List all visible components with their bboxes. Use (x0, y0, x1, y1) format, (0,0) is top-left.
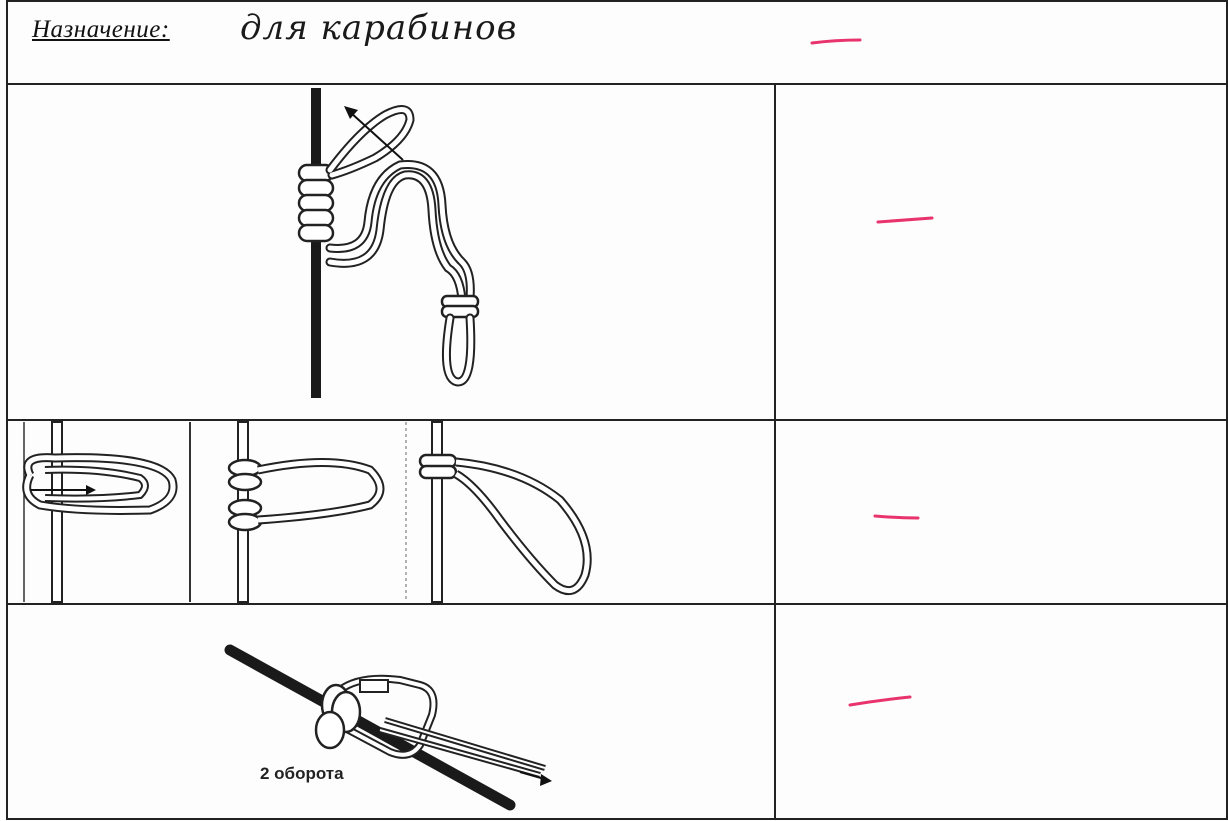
purpose-label: Назначение: (32, 16, 170, 43)
carabiner-knot-on-pole-icon: 2 оборота (224, 644, 552, 811)
prusik-knot-three-step-sequence-icon (22, 421, 592, 603)
row2-mark-dash (873, 514, 920, 520)
row3-mark-dash (848, 695, 912, 707)
header-mark-dash (810, 38, 862, 45)
prusik-knot-coils-on-rope-icon (297, 88, 480, 398)
turns-caption: 2 оборота (260, 764, 344, 783)
row1-mark-dash (876, 216, 934, 224)
purpose-handwritten-value: для карабинов (240, 8, 518, 48)
